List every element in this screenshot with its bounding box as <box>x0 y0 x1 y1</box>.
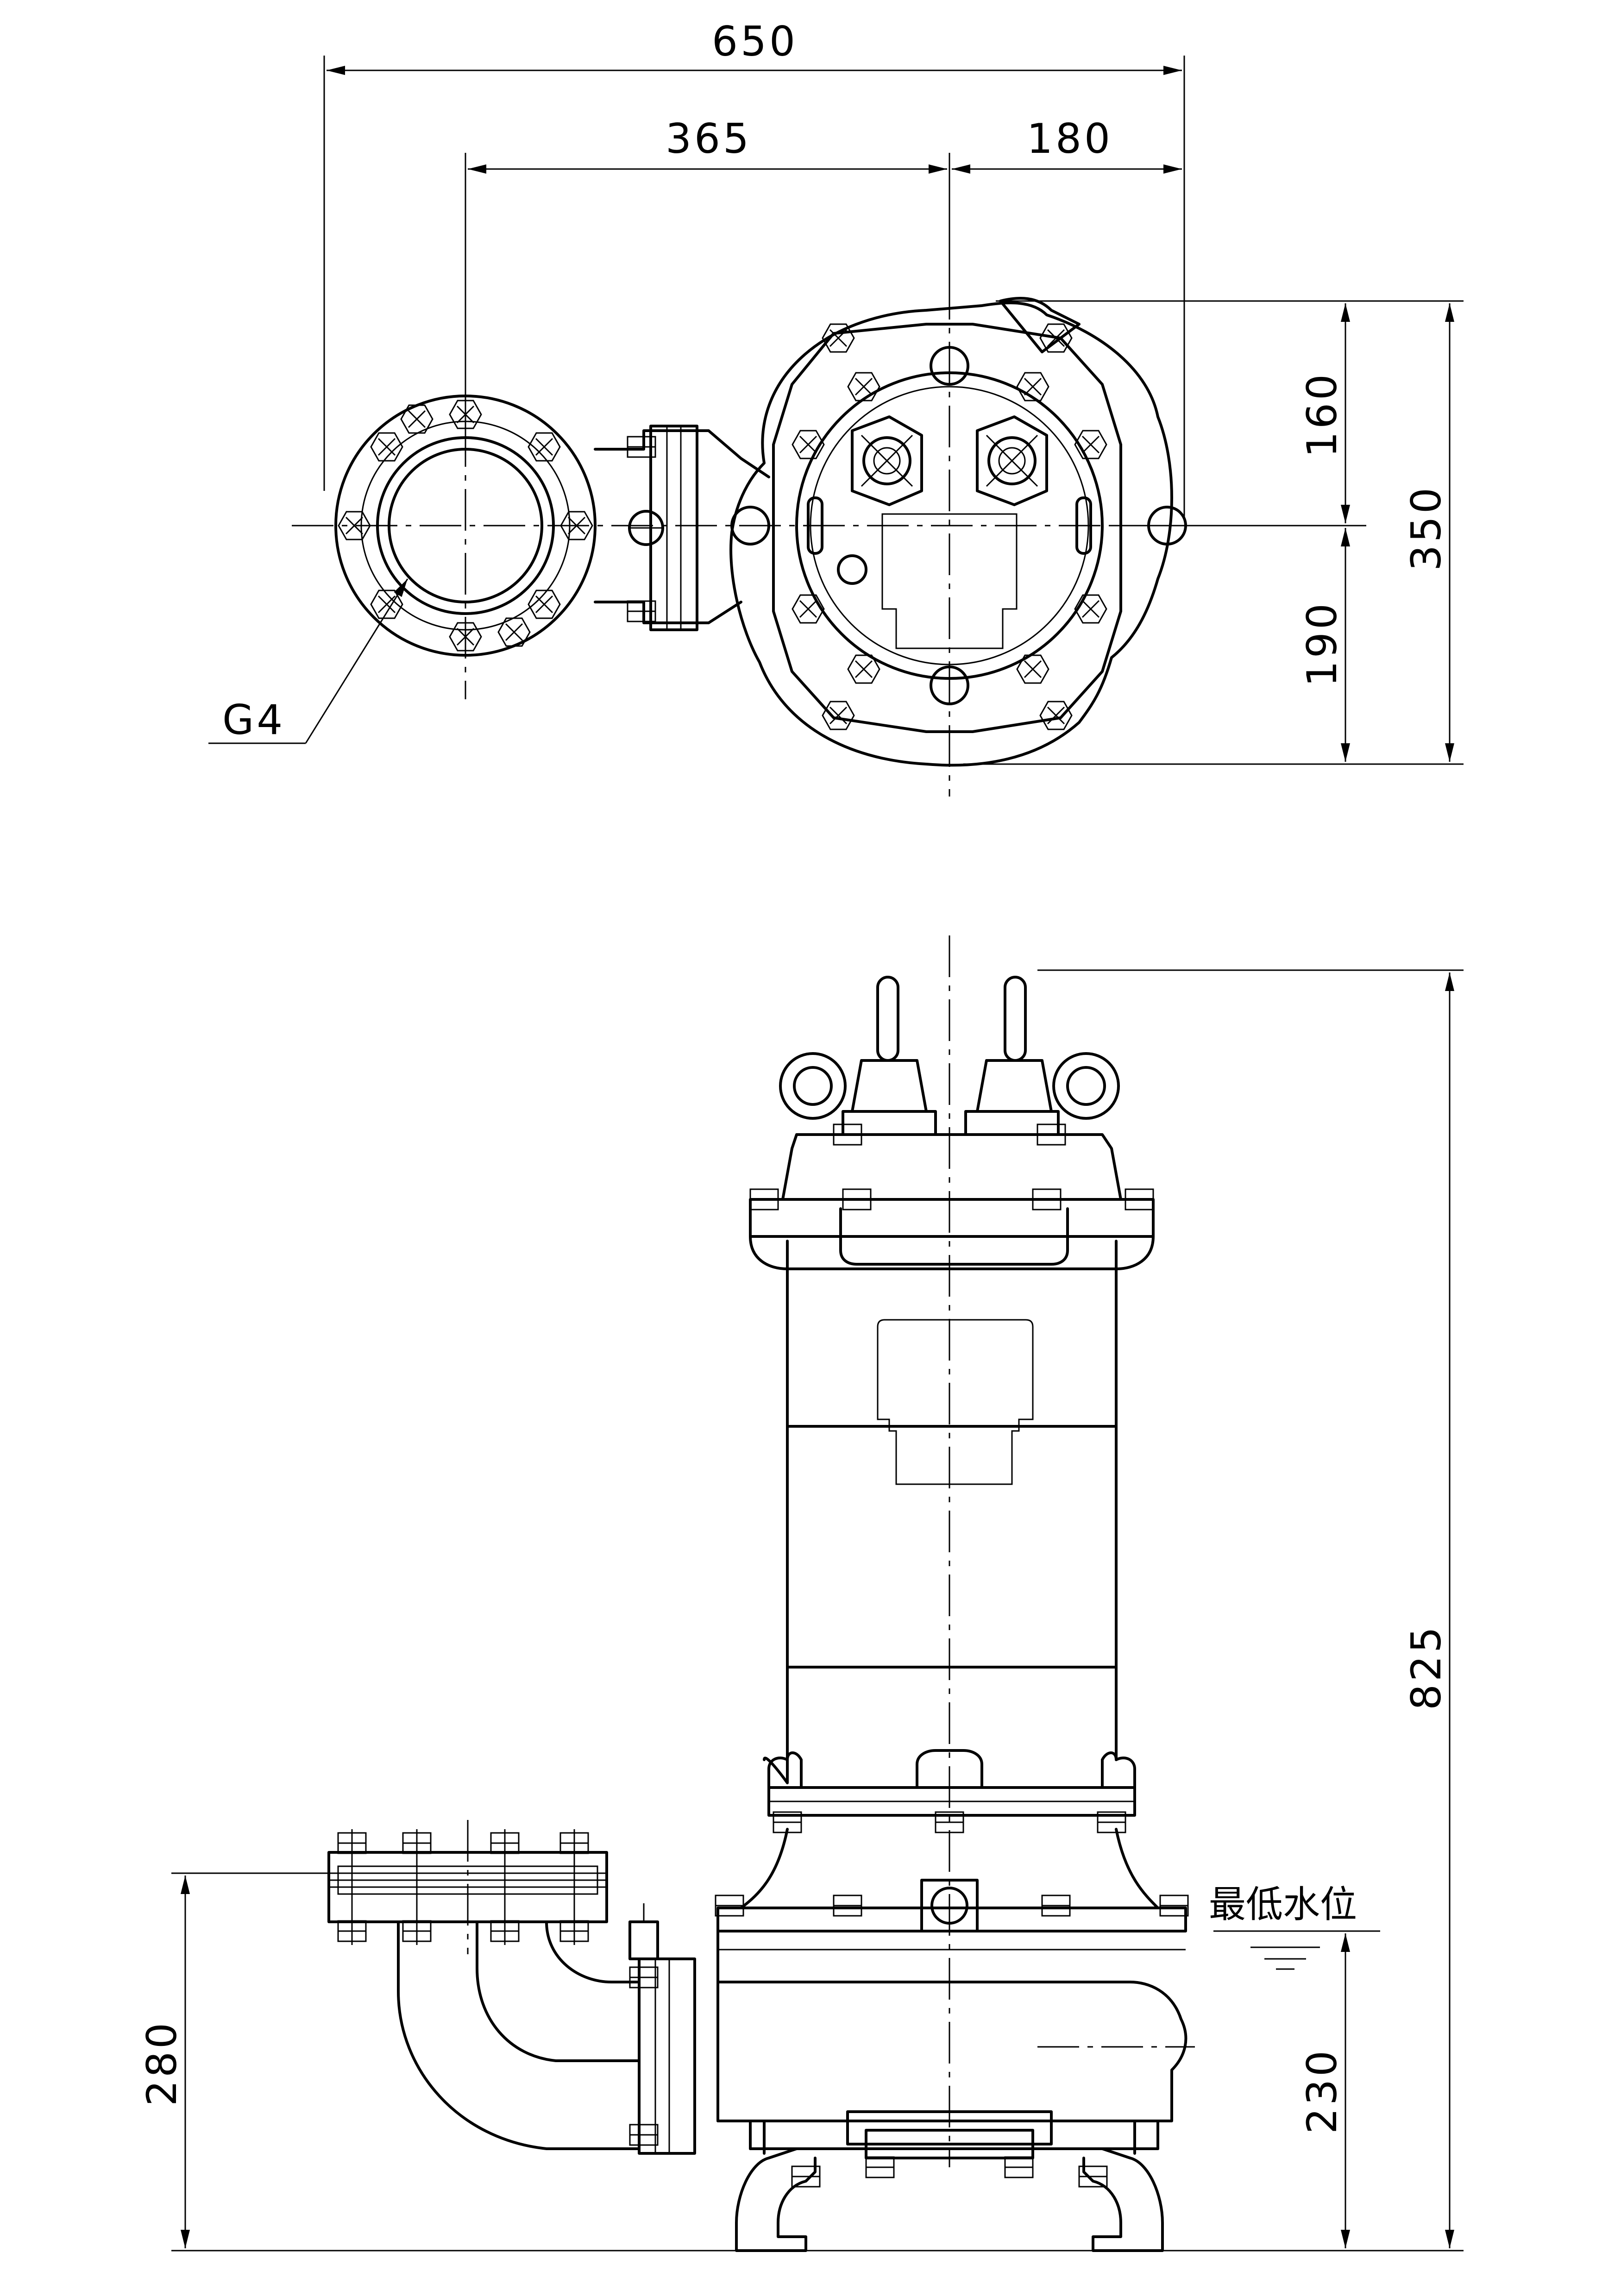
dim-350-label: 350 <box>1402 485 1450 571</box>
dim-365-label: 365 <box>666 115 752 163</box>
min-water-level-label: 最低水位 <box>1209 1883 1357 1926</box>
discharge-flange-top <box>334 395 597 657</box>
motor-body <box>763 1240 1136 1833</box>
dim-160-label: 160 <box>1298 371 1346 458</box>
front-view: 825 280 最低水位 230 <box>138 935 1464 2252</box>
pump-stand <box>735 2110 1164 2252</box>
dim-180-label: 180 <box>1027 115 1113 163</box>
dim-280-label: 280 <box>138 2020 186 2106</box>
top-view: 650 365 180 160 190 350 <box>208 18 1464 797</box>
discharge-neck-top <box>594 425 770 631</box>
dim-825-label: 825 <box>1402 1624 1450 1710</box>
dim-650-label: 650 <box>712 18 798 65</box>
dim-190-label: 190 <box>1298 601 1346 687</box>
pump-casing-front <box>628 1828 1189 2155</box>
discharge-elbow <box>327 1820 641 2150</box>
g4-leader: G4 <box>208 578 408 744</box>
motor-top-cover <box>749 1123 1155 1270</box>
flange-spec-label: G4 <box>222 696 285 744</box>
pump-casing-top <box>729 297 1187 767</box>
dim-230-label: 230 <box>1298 2048 1346 2134</box>
